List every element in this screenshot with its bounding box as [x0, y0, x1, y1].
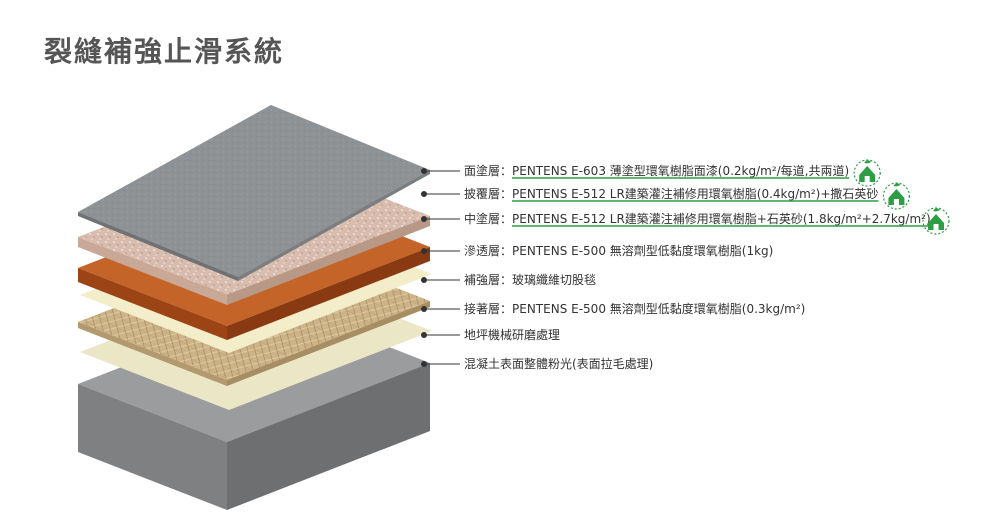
- layer-label: 披覆層：PENTENS E-512 LR建築灌注補修用環氧樹脂(0.4kg/m²…: [464, 186, 878, 201]
- layer-description: 地坪機械研磨處理: [464, 327, 560, 342]
- layer-description: 混凝土表面整體粉光(表面拉毛處理): [464, 356, 653, 371]
- topcoat-right-face: [238, 170, 430, 281]
- layer-label: 滲透層：PENTENS E-500 無溶劑型低黏度環氧樹脂(1kg): [464, 243, 773, 258]
- layer-name: 披覆層：: [464, 187, 512, 201]
- layer-description: PENTENS E-500 無溶劑型低黏度環氧樹脂(1kg): [512, 243, 773, 258]
- layer-label: 補強層：玻璃纖維切股毯: [464, 273, 596, 287]
- layer-description: PENTENS E-512 LR建築灌注補修用環氧樹脂+石英砂(1.8kg/m²…: [512, 211, 931, 226]
- leader-group: 面塗層：PENTENS E-603 薄塗型環氧樹脂面漆(0.2kg/m²/每道,…: [421, 159, 950, 371]
- fiber-edge: [78, 322, 227, 386]
- midcoat-right-face: [227, 247, 430, 340]
- broadcast-right-face: [227, 216, 430, 305]
- layer-name: 面塗層：: [464, 163, 512, 178]
- midcoat-left-face: [78, 268, 227, 340]
- layer-name: 接著層：: [464, 301, 512, 316]
- layer-label: 中塗層：PENTENS E-512 LR建築灌注補修用環氧樹脂+石英砂(1.8k…: [464, 211, 931, 226]
- broadcast-left-face: [78, 237, 227, 305]
- layer-label: 接著層：PENTENS E-500 無溶劑型低黏度環氧樹脂(0.3kg/m²): [464, 301, 805, 316]
- layer-description: PENTENS E-500 無溶劑型低黏度環氧樹脂(0.3kg/m²): [512, 301, 805, 316]
- layer-description: PENTENS E-603 薄塗型環氧樹脂面漆(0.2kg/m²/每道,共兩道): [512, 163, 849, 178]
- layer-label: 面塗層：PENTENS E-603 薄塗型環氧樹脂面漆(0.2kg/m²/每道,…: [464, 163, 849, 178]
- topcoat-left-face: [78, 212, 238, 281]
- fiber-edge-right: [227, 301, 430, 386]
- topcoat-layer: [78, 105, 430, 281]
- green-building-mark-icon: [922, 207, 950, 235]
- layer-description: PENTENS E-512 LR建築灌注補修用環氧樹脂(0.4kg/m²)+撒石…: [512, 186, 878, 201]
- layer-label: 地坪機械研磨處理: [464, 327, 560, 342]
- concrete-right-face: [227, 363, 430, 510]
- green-building-mark-icon: [882, 182, 911, 210]
- concrete-left-face: [78, 384, 227, 510]
- layer-name: 補強層：: [464, 273, 512, 287]
- page-title: 裂縫補強止滑系統: [44, 35, 285, 68]
- layer-name: 中塗層：: [464, 211, 512, 226]
- green-building-mark-icon: [853, 159, 881, 187]
- layer-description: 玻璃纖維切股毯: [512, 273, 596, 287]
- layer-label: 混凝土表面整體粉光(表面拉毛處理): [464, 356, 653, 371]
- layer-name: 滲透層：: [464, 244, 512, 258]
- topcoat-top: [78, 105, 430, 277]
